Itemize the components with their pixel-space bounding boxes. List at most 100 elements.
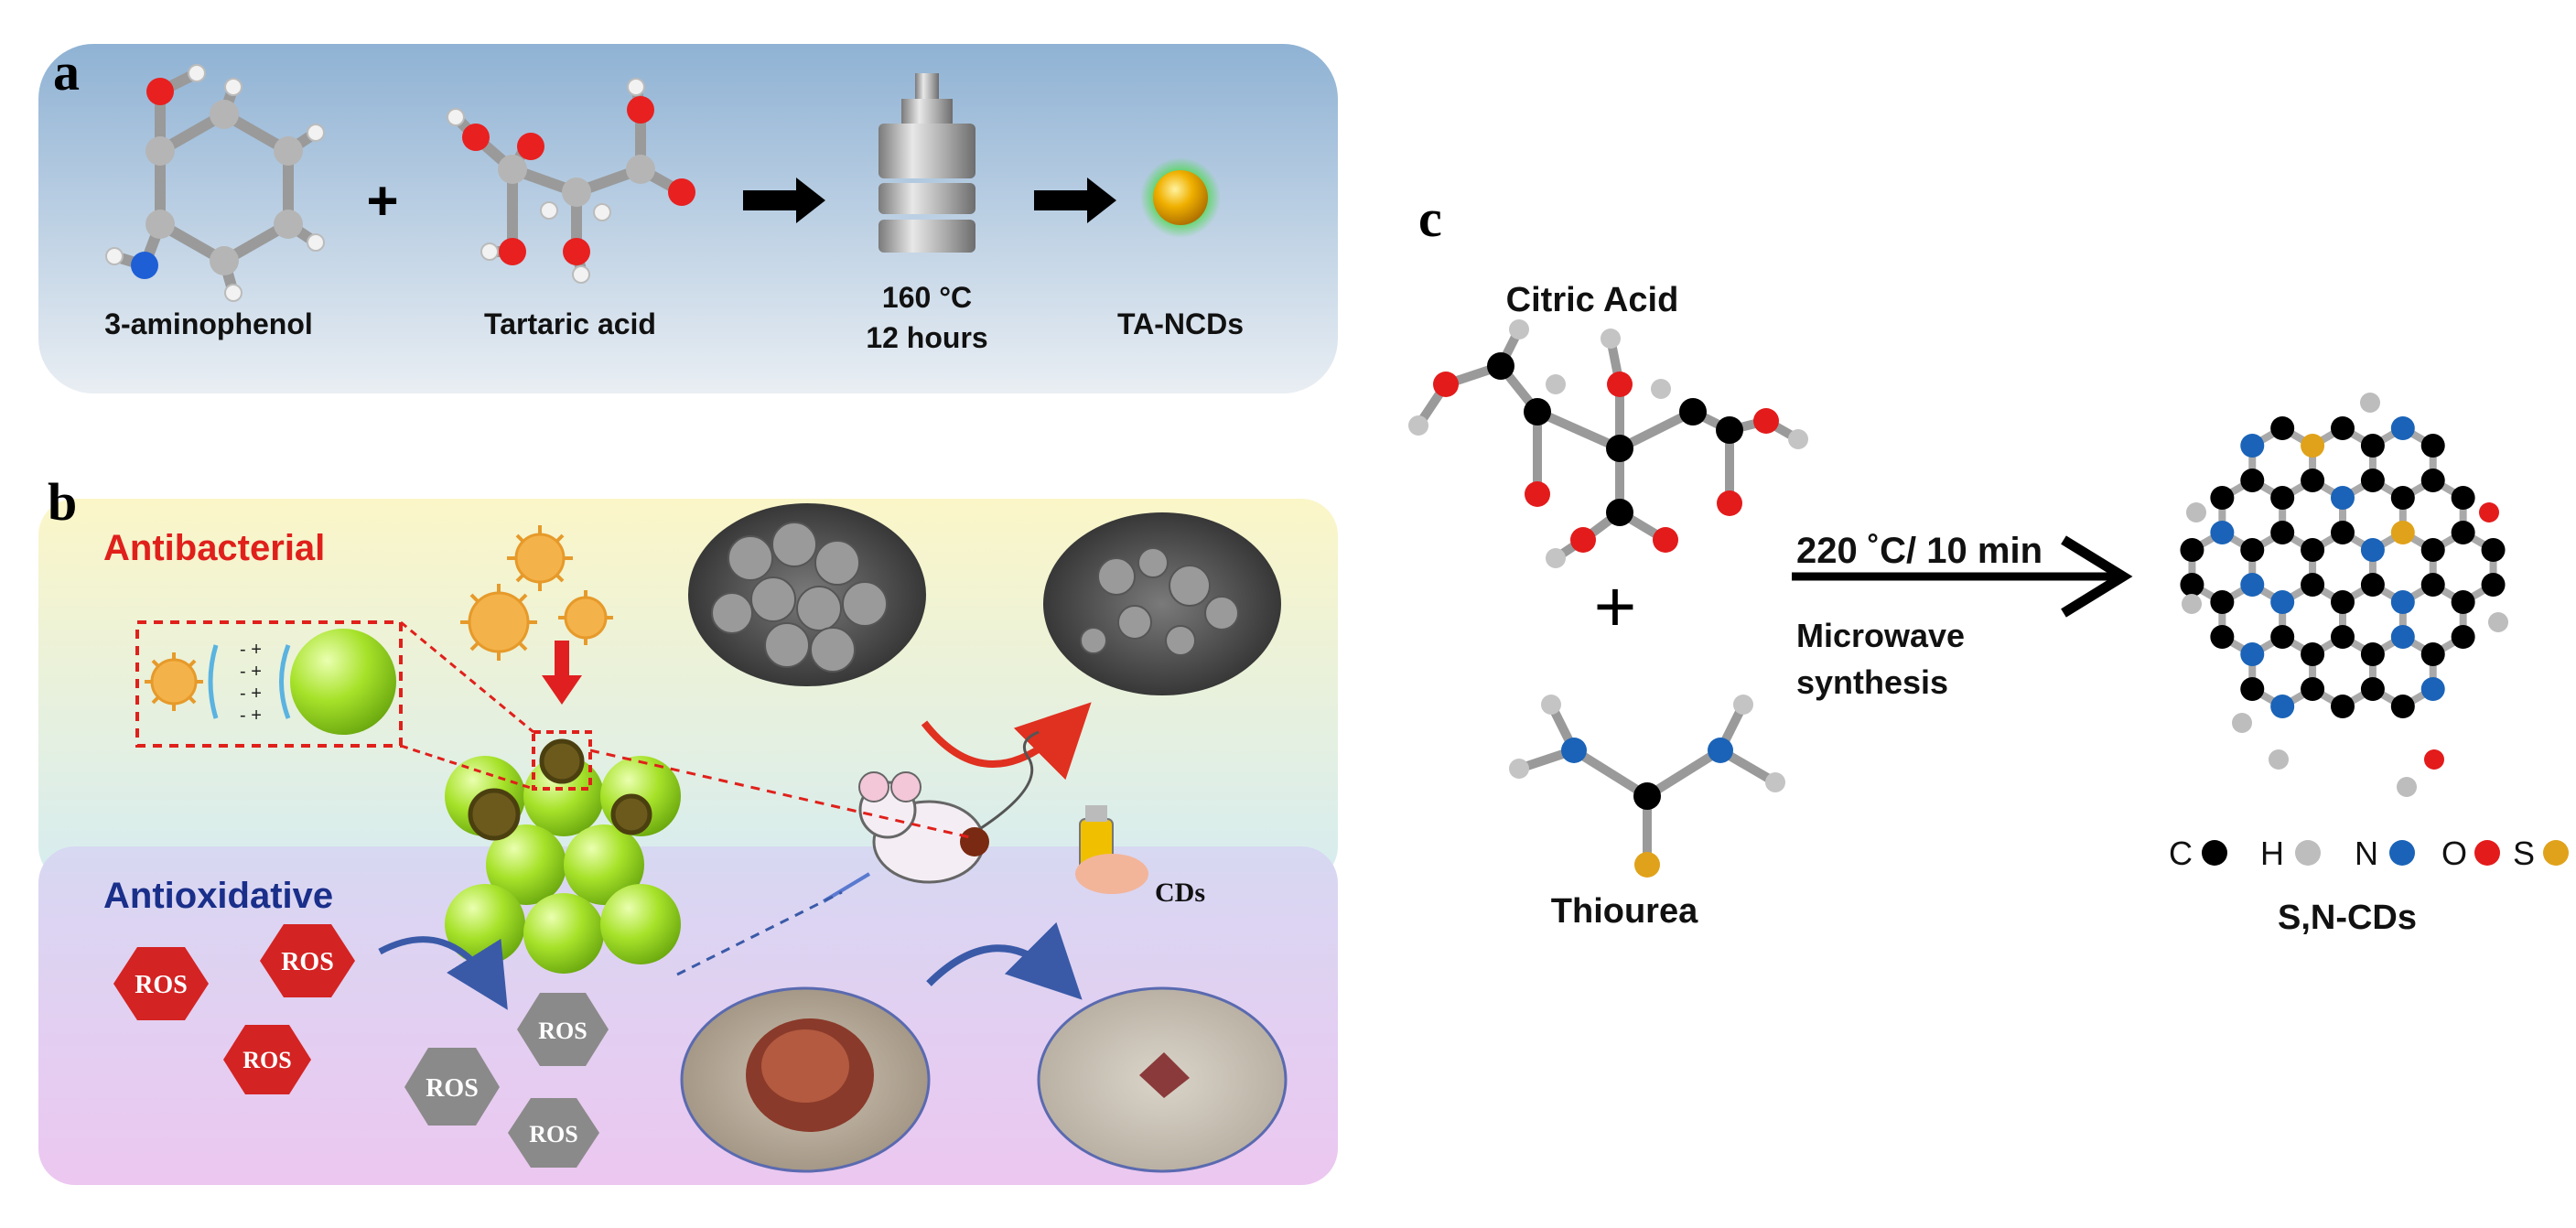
- lattice-atom: [2270, 590, 2295, 614]
- panel-a-duration: 12 hours: [866, 321, 987, 354]
- legend-symbol-o: O: [2441, 835, 2467, 872]
- ros-label: ROS: [135, 971, 188, 999]
- lattice-atom: [2301, 677, 2325, 701]
- red-down-arrow: [542, 641, 582, 705]
- curved-arrow-wound: [926, 921, 1083, 1000]
- lattice-terminal-atom: [2424, 749, 2444, 770]
- lattice-terminal-atom: [2360, 393, 2380, 413]
- panel-letter-c: c: [1418, 189, 1442, 248]
- lattice-atom: [2240, 573, 2265, 597]
- lattice-atom: [2240, 434, 2265, 458]
- lattice-atom: [2451, 521, 2475, 544]
- lattice-atom: [2270, 521, 2295, 544]
- ros-hexagons-red: [113, 924, 355, 1094]
- charge-pair: - +: [240, 684, 262, 704]
- panel-c: Citric Acid: [1408, 281, 2569, 937]
- curved-arrow-sem: [921, 702, 1092, 781]
- lattice-atom: [2210, 590, 2235, 614]
- lattice-terminal-atom: [2479, 502, 2499, 522]
- lattice-atom: [2301, 573, 2325, 597]
- panel-letter-a: a: [53, 42, 80, 102]
- lattice-atom: [2451, 590, 2475, 614]
- panel-a-product-label: TA-NCDs: [1117, 307, 1244, 340]
- panel-a-arrow-2: [1034, 178, 1116, 223]
- ros-label: ROS: [243, 1047, 291, 1073]
- ta-ncds-particle-icon: [1140, 157, 1221, 238]
- synthesis-method-line2: synthesis: [1796, 663, 1948, 701]
- spray-can-icon: [1075, 805, 1148, 894]
- legend-symbol-n: N: [2355, 835, 2378, 872]
- carbon-dot-cluster: [445, 756, 681, 974]
- sem-image-after: [1043, 512, 1281, 695]
- lattice-atom: [2420, 469, 2445, 492]
- lattice-atom: [2481, 538, 2506, 562]
- panel-c-plus: +: [1594, 566, 1637, 647]
- lattice-atom: [2240, 642, 2265, 666]
- wound-image-after: [1037, 986, 1288, 1173]
- lattice-atom: [2270, 625, 2295, 649]
- thiourea-label: Thiourea: [1551, 892, 1698, 931]
- sem-image-before: [688, 503, 926, 686]
- legend-dot-n: [2389, 840, 2415, 866]
- lattice-atom: [2360, 677, 2385, 701]
- ros-hexagons-gray: [404, 993, 609, 1168]
- lattice-atom: [2331, 695, 2355, 718]
- ros-label: ROS: [426, 1074, 479, 1103]
- sn-cd-lattice: [2180, 393, 2508, 797]
- lattice-atom: [2301, 469, 2325, 492]
- charge-pair: - +: [240, 640, 262, 660]
- lattice-atom: [2420, 642, 2445, 666]
- lattice-atom: [2360, 538, 2385, 562]
- lattice-atom: [2180, 573, 2204, 597]
- lattice-terminal-atom: [2269, 749, 2289, 770]
- legend-dot-h: [2295, 840, 2321, 866]
- synthesis-arrow: [1792, 535, 2133, 618]
- lattice-atom: [2270, 416, 2295, 440]
- aminophenol-molecule: [105, 64, 325, 302]
- panel-a: + 3-aminophenol Tartaric acid 160 °C 12 …: [38, 44, 1338, 393]
- legend-dot-c: [2202, 840, 2227, 866]
- lattice-atom: [2390, 486, 2415, 510]
- lattice-atom: [2210, 625, 2235, 649]
- panel-a-temperature: 160 °C: [882, 281, 972, 314]
- panel-b: Antibacterial Antioxidative - + - + - + …: [38, 499, 1338, 1185]
- lattice-terminal-atom: [2186, 502, 2206, 522]
- autoclave-icon: [878, 73, 975, 253]
- lattice-atom: [2331, 590, 2355, 614]
- wound-image-before: [680, 986, 931, 1173]
- lattice-atom: [2240, 677, 2265, 701]
- lattice-atom: [2210, 486, 2235, 510]
- lattice-atom: [2331, 416, 2355, 440]
- dead-bacteria: [468, 738, 652, 841]
- lattice-atom: [2390, 590, 2415, 614]
- lattice-atom: [2301, 538, 2325, 562]
- lattice-atom: [2451, 486, 2475, 510]
- lattice-atom: [2390, 625, 2415, 649]
- ros-label: ROS: [529, 1121, 577, 1147]
- panel-a-background: [38, 44, 1338, 393]
- lattice-atom: [2481, 573, 2506, 597]
- lattice-terminal-atom: [2232, 713, 2252, 733]
- charge-interaction-inset: [135, 620, 403, 748]
- lattice-atom: [2420, 434, 2445, 458]
- lattice-atom: [2420, 538, 2445, 562]
- lattice-atom: [2180, 538, 2204, 562]
- lattice-atom: [2270, 486, 2295, 510]
- panel-a-arrow-1: [743, 178, 825, 223]
- lattice-atom: [2331, 486, 2355, 510]
- lattice-atom: [2331, 521, 2355, 544]
- legend-dot-o: [2474, 840, 2500, 866]
- panel-a-reactant2-label: Tartaric acid: [484, 307, 656, 340]
- lattice-atom: [2240, 469, 2265, 492]
- synthesis-method-line1: Microwave: [1796, 617, 1965, 654]
- lattice-terminal-atom: [2182, 594, 2202, 614]
- charge-pair: - +: [240, 662, 262, 682]
- lattice-terminal-atom: [2488, 612, 2508, 632]
- legend-symbol-c: C: [2169, 835, 2193, 872]
- legend-symbol-h: H: [2260, 835, 2284, 872]
- antioxidative-label: Antioxidative: [103, 876, 333, 916]
- lattice-atom: [2390, 416, 2415, 440]
- lattice-atom: [2451, 625, 2475, 649]
- thiourea-molecule: [1509, 695, 1785, 878]
